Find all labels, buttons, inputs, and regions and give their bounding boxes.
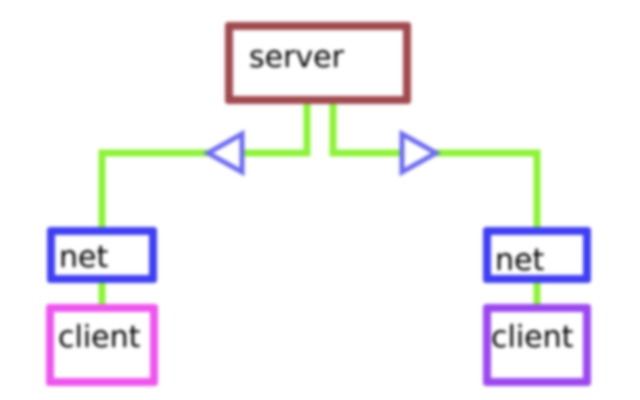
net-node-left: net bbox=[47, 227, 157, 283]
net-node-right: net bbox=[483, 227, 591, 283]
arrow-right-icon bbox=[399, 129, 442, 177]
client-left-label: client bbox=[58, 320, 141, 355]
client-node-right: client bbox=[483, 304, 591, 386]
connector-server-to-net-left bbox=[98, 104, 311, 229]
arrow-left-icon bbox=[202, 129, 245, 177]
client-right-label: client bbox=[491, 320, 574, 355]
net-right-label: net bbox=[495, 243, 545, 278]
server-label: server bbox=[249, 40, 344, 75]
client-node-left: client bbox=[46, 304, 158, 386]
connector-server-to-net-right bbox=[329, 104, 541, 229]
server-node: server bbox=[225, 22, 411, 104]
net-left-label: net bbox=[59, 240, 109, 275]
